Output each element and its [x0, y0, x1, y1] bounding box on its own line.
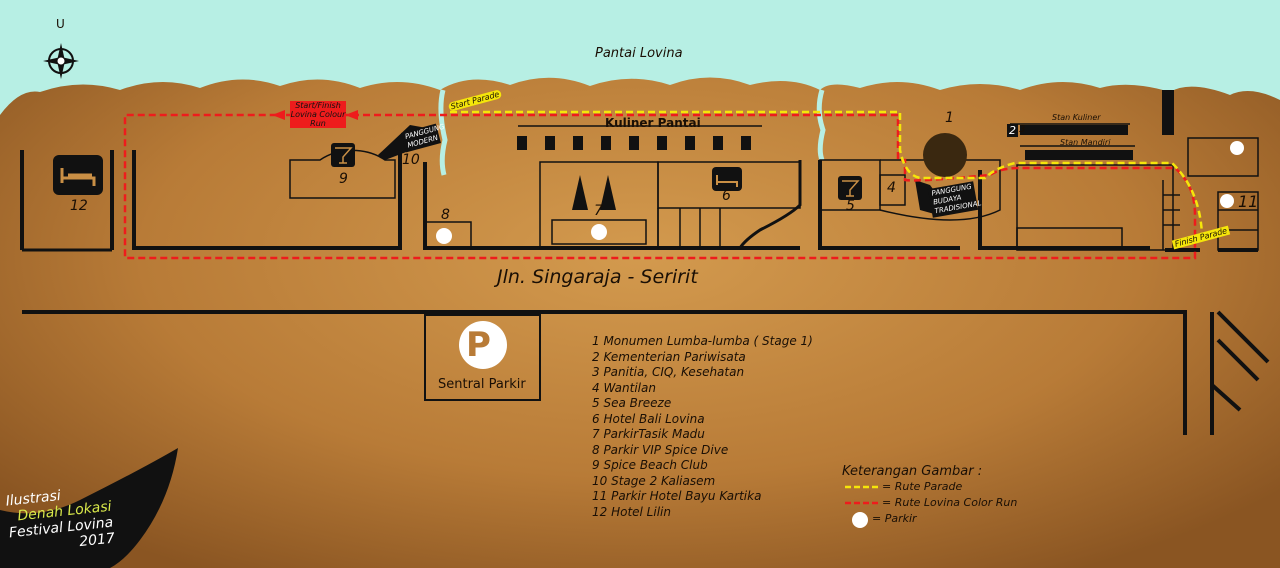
compass-north-label: U: [56, 17, 65, 31]
location-item: 2 Kementerian Pariwisata: [592, 349, 746, 364]
location-item: 1 Monumen Lumba-lumba ( Stage 1): [592, 334, 813, 348]
hotel-icon: [53, 155, 103, 195]
parade-route: [450, 110, 1204, 236]
marker-11: 11: [1238, 192, 1259, 211]
marker-10: 10: [402, 152, 420, 168]
road-label: Jln. Singaraja - Seririt: [497, 266, 698, 288]
sea-label: Pantai Lovina: [595, 46, 683, 61]
location-item: 12 Hotel Lilin: [592, 504, 671, 519]
title-block: Ilustrasi Denah Lokasi Festival Lovina 2…: [5, 483, 116, 558]
cocktail-icon: [838, 176, 862, 200]
marker-3: 3: [1019, 124, 1026, 135]
stan-kuliner-label: Stan Kuliner: [1052, 113, 1101, 122]
location-item: 10 Stage 2 Kaliasem: [592, 473, 716, 488]
hotel-icon: [712, 167, 742, 191]
location-item: 11 Parkir Hotel Bayu Kartika: [592, 489, 762, 503]
location-item: 7 ParkirTasik Madu: [592, 427, 705, 441]
sea: [0, 0, 1280, 115]
key-parking: = Parkir: [872, 512, 917, 525]
kuliner-pantai-label: Kuliner Pantai: [605, 116, 701, 130]
compass-icon: [43, 43, 79, 79]
key-color-run: = Rute Lovina Color Run: [882, 496, 1018, 509]
marker-2: 2: [1007, 124, 1018, 137]
location-item: 8 Parkir VIP Spice Dive: [592, 442, 729, 457]
color-run-route: [123, 113, 1197, 260]
marker-12: 12: [70, 198, 88, 214]
location-item: 4 Wantilan: [592, 380, 656, 395]
location-item: 9 Spice Beach Club: [592, 458, 708, 472]
sentral-parkir-p: P: [466, 325, 491, 365]
marker-1: 1: [945, 110, 954, 126]
stan-mandiri-label: Stan Mandiri: [1060, 138, 1111, 147]
marker-5: 5: [846, 198, 855, 214]
cocktail-icon: [331, 143, 355, 167]
marker-4: 4: [887, 180, 896, 196]
location-item: 6 Hotel Bali Lovina: [592, 411, 705, 426]
start-finish-label: Start/Finish Lovina Colour Run: [290, 101, 346, 128]
location-list: 1 Monumen Lumba-lumba ( Stage 1) 2 Kemen…: [592, 334, 813, 520]
key-title: Keterangan Gambar :: [842, 464, 983, 479]
volleyball-icon: [1230, 141, 1244, 155]
marker-6: 6: [722, 188, 731, 204]
marker-9: 9: [339, 171, 348, 187]
key-parade: = Rute Parade: [882, 480, 963, 493]
location-item: 5 Sea Breeze: [592, 396, 672, 410]
sentral-parkir-label: Sentral Parkir: [438, 377, 526, 392]
location-item: 3 Panitia, CIQ, Kesehatan: [592, 365, 745, 379]
marker-7: 7: [594, 203, 603, 219]
marker-8: 8: [441, 207, 450, 223]
